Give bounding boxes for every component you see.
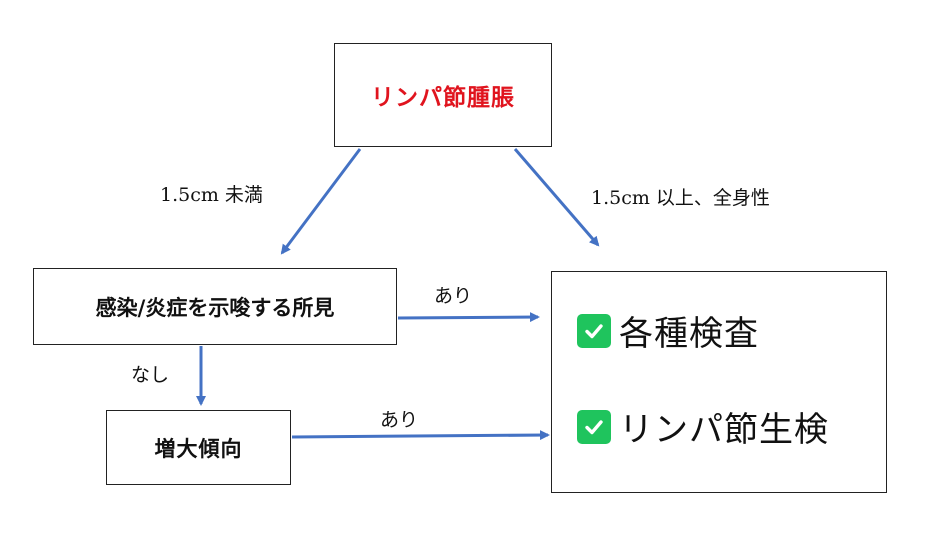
edge-label-large: 1.5cm 以上、全身性 [591, 187, 770, 209]
checkbox-checked-icon [577, 409, 611, 444]
edge-label-finding-yes: あり [434, 285, 473, 307]
result-item: 各種検査 [577, 306, 759, 355]
growth-node: 増大傾向 [106, 410, 291, 485]
edge-label-finding-no: なし [131, 364, 170, 386]
root-node-label: リンパ節腫脹 [371, 84, 515, 111]
finding-node: 感染/炎症を示唆する所見 [33, 268, 397, 345]
result-item-label: 各種検査 [619, 314, 759, 354]
edge-label-growth-yes: あり [380, 409, 419, 431]
edge-label-small: 1.5cm 未満 [160, 184, 263, 206]
result-item-label: リンパ節生検 [619, 410, 829, 450]
result-item: リンパ節生検 [577, 402, 829, 451]
finding-node-label: 感染/炎症を示唆する所見 [95, 294, 335, 320]
checkbox-checked-icon [577, 313, 611, 348]
arrow-root-to-results [513, 148, 600, 247]
arrow-root-to-finding [280, 148, 362, 255]
root-node: リンパ節腫脹 [334, 43, 552, 147]
result-node: 各種検査 リンパ節生検 [551, 271, 887, 493]
arrow-growth-to-results [291, 430, 550, 441]
arrow-finding-to-results [397, 312, 540, 323]
growth-node-label: 増大傾向 [154, 435, 243, 461]
